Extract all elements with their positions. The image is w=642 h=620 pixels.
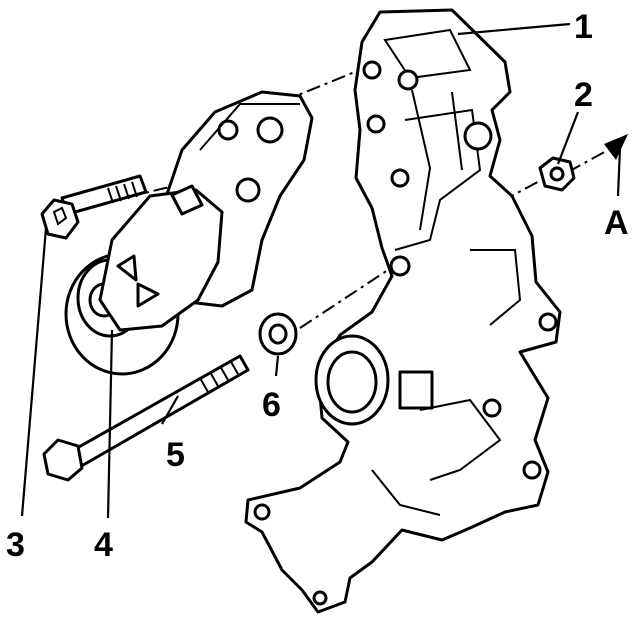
- short-bolt: [40, 174, 148, 240]
- callout-2: 2: [574, 76, 593, 114]
- washer: [258, 312, 298, 356]
- tensioner-assembly: [64, 90, 314, 376]
- callout-view-a: A: [604, 204, 629, 242]
- leader-lines: [20, 22, 580, 519]
- nut: [538, 156, 576, 192]
- long-bolt: [42, 354, 250, 482]
- callout-1: 1: [574, 8, 593, 46]
- callout-6: 6: [262, 386, 281, 424]
- mounting-bracket: [244, 8, 562, 614]
- callout-5: 5: [166, 436, 185, 474]
- view-direction-arrow: [604, 134, 628, 197]
- callout-3: 3: [6, 526, 25, 564]
- callout-4: 4: [94, 526, 113, 564]
